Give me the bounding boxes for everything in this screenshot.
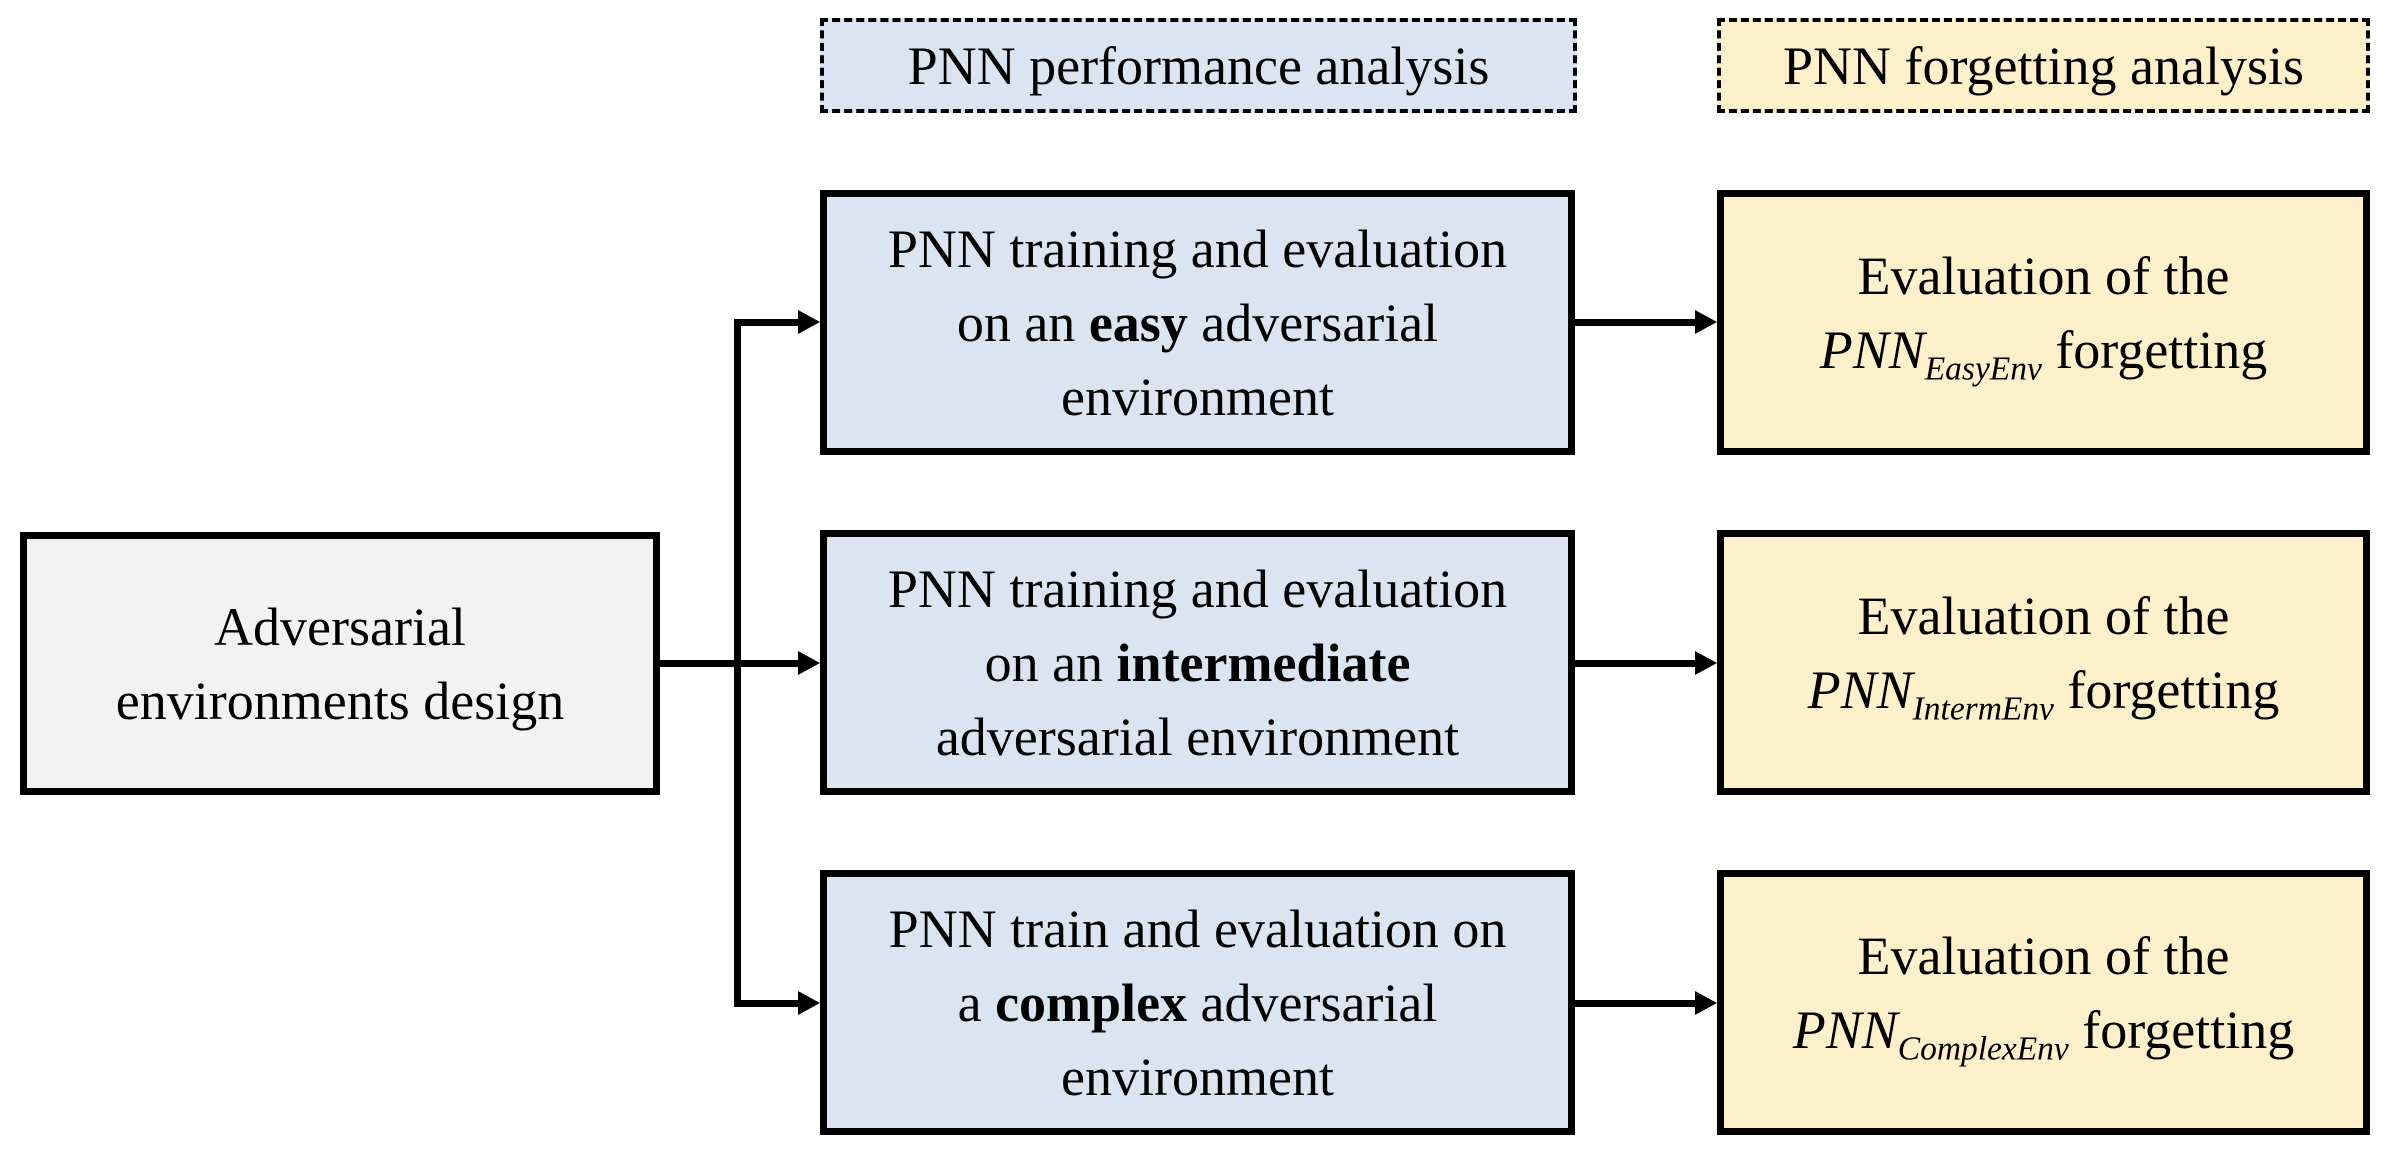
- task-box-complex-line2: a complex adversarial: [957, 972, 1438, 1033]
- forgetting-eval-intermediate-line1: Evaluation of the: [1857, 585, 2230, 646]
- task-box-intermediate: PNN training and evaluation on an interm…: [820, 530, 1575, 795]
- connector-line-branch-to-complex: [734, 1000, 798, 1007]
- arrowhead-right-icon: [798, 310, 820, 334]
- task-box-complex: PNN train and evaluation on a complex ad…: [820, 870, 1575, 1135]
- task-box-easy: PNN training and evaluation on an easy a…: [820, 190, 1575, 455]
- forgetting-eval-box-complex: Evaluation of the PNNComplexEnv forgetti…: [1717, 870, 2370, 1135]
- task-box-intermediate-line3: adversarial environment: [935, 706, 1460, 767]
- task-box-intermediate-line1: PNN training and evaluation: [887, 558, 1508, 619]
- forgetting-analysis-header-label: PNN forgetting analysis: [1783, 35, 2304, 96]
- task-box-intermediate-line2: on an intermediate: [984, 632, 1411, 693]
- forgetting-eval-easy-line2: PNNEasyEnv forgetting: [1819, 319, 2268, 388]
- task-box-easy-line1: PNN training and evaluation: [887, 218, 1508, 279]
- connector-line-source-to-intermediate: [660, 660, 798, 667]
- task-box-easy-line2: on an easy adversarial: [956, 292, 1439, 353]
- adversarial-environments-design-box: Adversarial environments design: [20, 532, 660, 795]
- forgetting-eval-intermediate-line2: PNNIntermEnv forgetting: [1807, 659, 2280, 728]
- forgetting-eval-easy-line1: Evaluation of the: [1857, 245, 2230, 306]
- forgetting-analysis-header: PNN forgetting analysis: [1717, 18, 2370, 113]
- forgetting-eval-box-intermediate: Evaluation of the PNNIntermEnv forgettin…: [1717, 530, 2370, 795]
- task-box-easy-line3: environment: [1061, 366, 1334, 427]
- connector-line-branch-to-easy: [734, 319, 798, 326]
- forgetting-eval-complex-line2: PNNComplexEnv forgetting: [1792, 999, 2295, 1068]
- arrowhead-right-icon: [1695, 651, 1717, 675]
- source-box-line1: Adversarial: [214, 596, 466, 657]
- connector-line-branch-vertical: [734, 319, 741, 1007]
- forgetting-eval-box-easy: Evaluation of the PNNEasyEnv forgetting: [1717, 190, 2370, 455]
- arrowhead-right-icon: [1695, 991, 1717, 1015]
- arrowhead-right-icon: [798, 991, 820, 1015]
- arrowhead-right-icon: [798, 651, 820, 675]
- connector-line-easy-to-forgetting: [1575, 319, 1695, 326]
- connector-line-complex-to-forgetting: [1575, 1000, 1695, 1007]
- source-box-line2: environments design: [115, 670, 565, 731]
- connector-line-intermediate-to-forgetting: [1575, 660, 1695, 667]
- forgetting-eval-complex-line1: Evaluation of the: [1857, 925, 2230, 986]
- performance-analysis-header-label: PNN performance analysis: [907, 35, 1490, 96]
- performance-analysis-header: PNN performance analysis: [820, 18, 1577, 113]
- task-box-complex-line1: PNN train and evaluation on: [888, 898, 1507, 959]
- task-box-complex-line3: environment: [1061, 1046, 1334, 1107]
- arrowhead-right-icon: [1695, 310, 1717, 334]
